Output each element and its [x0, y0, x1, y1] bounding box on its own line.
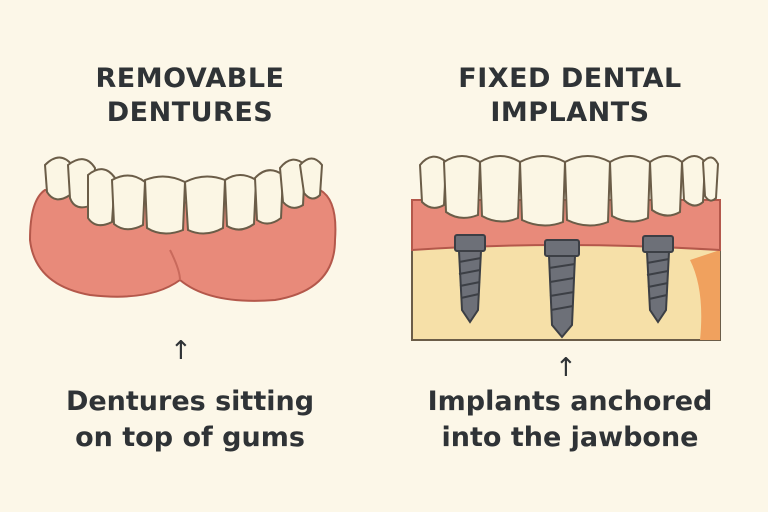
caption-line: Implants anchored	[427, 386, 713, 417]
fixed-implants-title: FIXED DENTAL IMPLANTS	[420, 62, 720, 130]
implants-caption: Implants anchored into the jawbone	[400, 384, 740, 456]
title-line: REMOVABLE	[95, 63, 285, 94]
caption-line: Dentures sitting	[65, 386, 315, 417]
caption-line: into the jawbone	[441, 422, 699, 453]
caption-line: on top of gums	[75, 422, 305, 453]
title-line: DENTURES	[106, 97, 274, 128]
title-line: IMPLANTS	[490, 97, 650, 128]
title-line: FIXED DENTAL	[458, 63, 682, 94]
implant-screws	[454, 234, 674, 339]
dentures-caption: Dentures sitting on top of gums	[20, 384, 360, 456]
removable-dentures-title: REMOVABLE DENTURES	[40, 62, 340, 130]
arrow-up-icon: ↑	[170, 336, 192, 366]
arrow-up-icon: ↑	[555, 353, 577, 383]
